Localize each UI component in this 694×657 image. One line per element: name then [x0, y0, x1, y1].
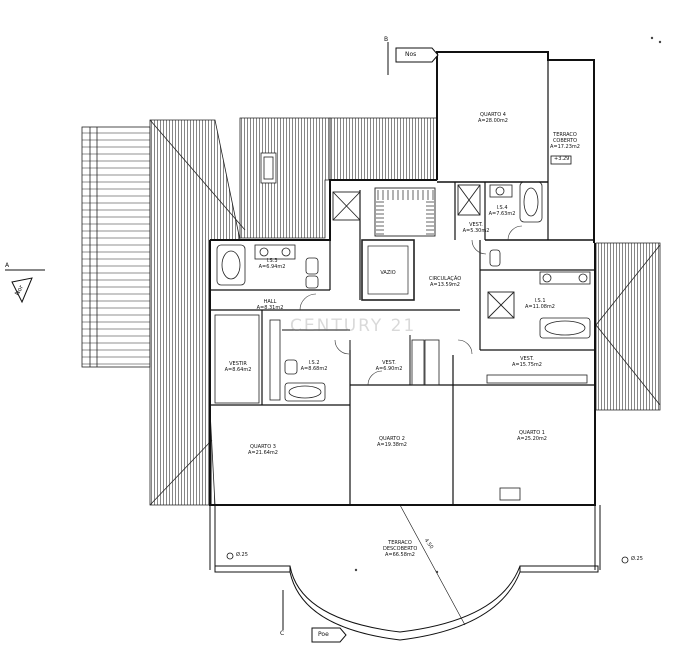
roof-right [595, 242, 661, 411]
room-label-vest-top: VEST.A=5.30m2 [462, 222, 490, 234]
room-label-vazio: VAZIO [380, 270, 396, 276]
arrow-label-top: Nos [405, 51, 417, 58]
terrace-outline [209, 504, 601, 641]
section-marker-c: C [280, 630, 285, 637]
dim-terraco-coberto: +3.29 [554, 156, 570, 162]
shafts [332, 184, 515, 319]
room-label-vest-mid: VEST.A=6.90m2 [375, 360, 403, 372]
building-walls [209, 51, 596, 506]
watermark: CENTURY 21 [290, 316, 417, 336]
landscape-dots [354, 36, 662, 574]
arrow-label-bottom: Poe [318, 631, 329, 638]
section-marker-a: A [5, 262, 10, 269]
room-label-vest-right: VEST.A=15.75m2 [512, 356, 542, 368]
staircase [361, 187, 436, 301]
section-marker-b: B [384, 36, 389, 43]
door-swings [299, 225, 523, 386]
roof-left [149, 117, 438, 506]
dim-right-circle: Ø.25 [631, 556, 643, 562]
dimension-markers [226, 155, 629, 564]
dim-left-circle: Ø.25 [236, 552, 248, 558]
section-markers [5, 42, 439, 643]
fixtures [214, 181, 591, 501]
pergola-left [81, 126, 151, 368]
